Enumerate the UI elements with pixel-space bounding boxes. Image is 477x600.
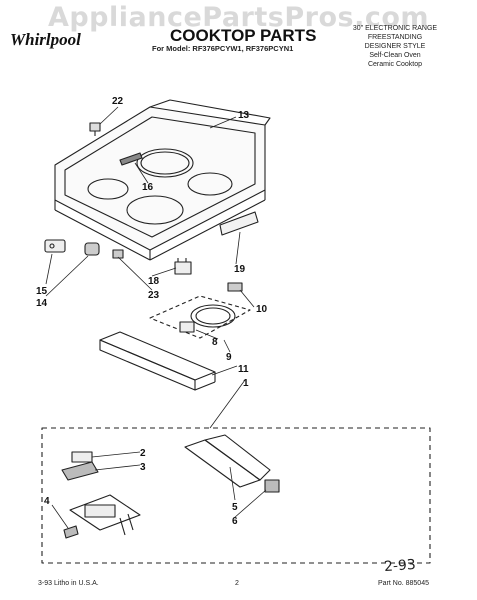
burner-large-rear-inner xyxy=(140,151,190,175)
callout-16: 16 xyxy=(142,182,154,193)
burner-left xyxy=(87,178,129,200)
product-line: DESIGNER STYLE xyxy=(364,43,426,50)
model-line: For Model: RF376PCYW1, RF376PCYN1 xyxy=(152,44,294,53)
callout-6: 6 xyxy=(232,516,238,527)
callout-1: 1 xyxy=(243,378,249,389)
callout-11: 11 xyxy=(238,364,249,375)
callout-10: 10 xyxy=(256,304,268,315)
product-description: 30" ELECTRONIC RANGE FREESTANDING DESIGN… xyxy=(320,24,470,69)
callout-2: 2 xyxy=(140,448,146,459)
heating-element-inner xyxy=(195,307,231,325)
page-title: COOKTOP PARTS xyxy=(170,26,317,45)
callout-23: 23 xyxy=(148,290,160,301)
callout-14: 14 xyxy=(36,298,48,309)
connector-part xyxy=(227,282,243,292)
callout-9: 9 xyxy=(226,352,232,363)
product-line: Ceramic Cooktop xyxy=(367,61,423,68)
badge-part xyxy=(119,152,143,166)
sensor-part xyxy=(63,525,79,539)
clip-small-part xyxy=(112,249,124,259)
limiter-part xyxy=(179,321,195,333)
cooktop-frame xyxy=(54,99,271,261)
callout-8: 8 xyxy=(212,337,218,348)
whirlpool-logo: Whirlpool xyxy=(10,30,81,49)
callout-15: 15 xyxy=(36,286,48,297)
page-number: 2 xyxy=(235,580,239,587)
callout-4: 4 xyxy=(44,496,50,507)
watermark: AppliancePartsPros.com xyxy=(47,2,430,33)
element-group-box xyxy=(149,295,251,339)
burner-large-rear xyxy=(136,148,194,178)
callout-19: 19 xyxy=(234,264,246,275)
callout-3: 3 xyxy=(140,462,146,473)
control-board-part xyxy=(69,494,141,536)
cap-part xyxy=(84,242,100,256)
insulator-part xyxy=(61,461,99,481)
handwritten-date: 2-93 xyxy=(383,556,417,576)
callout-5: 5 xyxy=(232,502,238,513)
part-number: Part No. 885045 xyxy=(378,580,429,587)
callout-22: 22 xyxy=(112,96,124,107)
control-group-box xyxy=(41,427,431,564)
bracket-part xyxy=(44,239,66,253)
wire-harness-part xyxy=(184,434,271,488)
wire-connector-part xyxy=(264,479,280,493)
callout-13: 13 xyxy=(238,110,250,121)
callout-18: 18 xyxy=(148,276,160,287)
product-line: Self-Clean Oven xyxy=(369,52,421,59)
heating-element-part xyxy=(190,304,236,328)
support-bracket-part xyxy=(99,331,216,391)
trim-strip-part xyxy=(219,211,259,236)
product-line: 30" ELECTRONIC RANGE xyxy=(352,25,438,32)
relay-part xyxy=(71,451,93,463)
print-info: 3-93 Litho in U.S.A. xyxy=(38,580,99,587)
product-line: FREESTANDING xyxy=(367,34,423,41)
burner-right xyxy=(187,172,233,196)
clip-part xyxy=(89,122,101,136)
switch-part xyxy=(174,258,192,275)
burner-large-front xyxy=(126,195,184,225)
